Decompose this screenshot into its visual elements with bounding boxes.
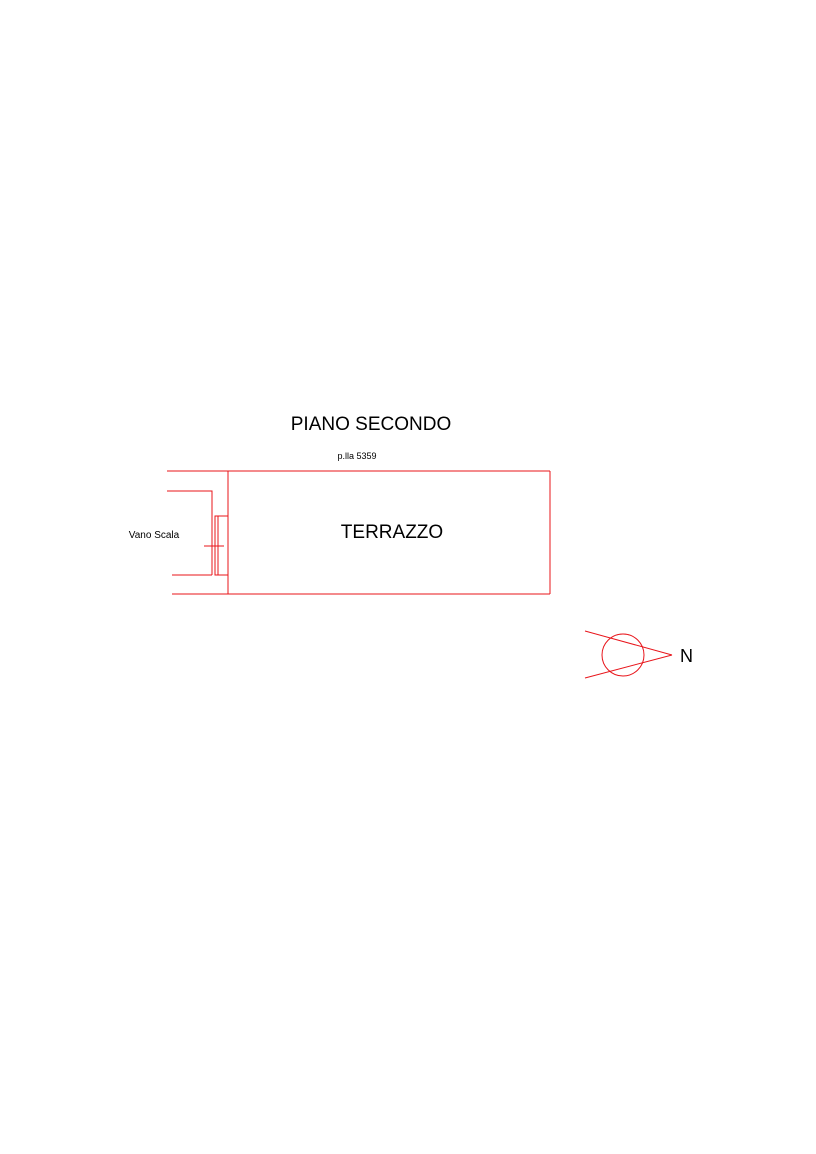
- stair-label: Vano Scala: [129, 530, 180, 541]
- parcel-label: p.lla 5359: [337, 451, 376, 461]
- north-arrow-lower-line: [584, 654, 673, 679]
- stair-upper-wall: [167, 490, 213, 575]
- north-arrow-circle: [601, 633, 645, 677]
- north-arrow-upper-line: [584, 630, 673, 656]
- stair-well: [167, 490, 229, 576]
- north-label: N: [680, 646, 693, 666]
- room-label: TERRAZZO: [341, 522, 443, 543]
- floor-title: PIANO SECONDO: [291, 414, 451, 435]
- north-arrow-icon: [584, 630, 673, 679]
